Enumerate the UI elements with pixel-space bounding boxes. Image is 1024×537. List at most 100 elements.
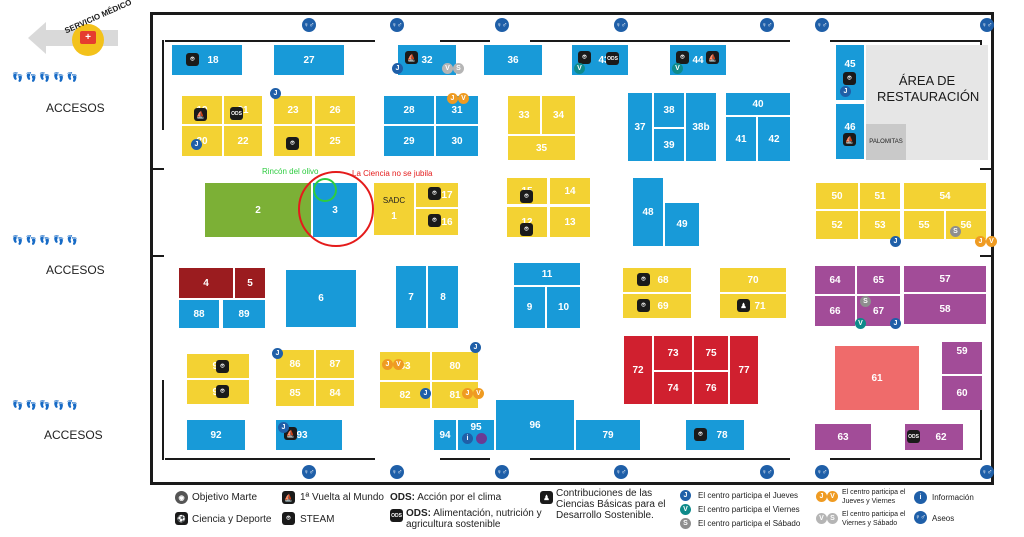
stand-34[interactable]: 34 [542, 96, 575, 134]
stand-64[interactable]: 64 [815, 266, 855, 294]
inner-wall [830, 40, 980, 42]
stand-14[interactable]: 14 [550, 178, 590, 204]
stand-61[interactable]: 61 [835, 346, 919, 410]
day-badge-jueves: J [278, 422, 289, 433]
stand-37[interactable]: 37 [628, 93, 652, 161]
stand-42[interactable]: 42 [758, 117, 790, 161]
stand-27[interactable]: 27 [274, 45, 344, 75]
stand-palomitas[interactable]: PALOMITAS [866, 124, 906, 160]
stand-79[interactable]: 79 [576, 420, 640, 450]
restroom-icon: ♀♂ [914, 511, 927, 524]
ods-food-icon: ODS [907, 430, 920, 443]
stand-13[interactable]: 13 [550, 207, 590, 237]
legend: ◉ Objetivo Marte ⚽ Ciencia y Deporte ⛵ 1… [170, 488, 1000, 534]
legend-objetivo-marte: Objetivo Marte [192, 492, 258, 503]
stand-63[interactable]: 63 [815, 424, 871, 450]
inner-wall [150, 255, 164, 257]
restroom-icon: ♀♂ [390, 465, 404, 479]
stand-46[interactable]: 46 [836, 104, 864, 159]
stand-29[interactable]: 29 [384, 126, 434, 156]
stand-53[interactable]: 53 [860, 211, 900, 239]
stand-18[interactable]: 18 [172, 45, 242, 75]
stand-57[interactable]: 57 [904, 266, 986, 292]
stand-87[interactable]: 87 [316, 350, 354, 378]
stand-25[interactable]: 25 [315, 126, 355, 156]
ciencia-deporte-icon: ⚽ [175, 512, 188, 525]
stand-55[interactable]: 55 [904, 211, 944, 239]
stand-33[interactable]: 33 [508, 96, 540, 134]
stand-52[interactable]: 52 [816, 211, 858, 239]
legend-viernes-badge: V [680, 504, 691, 515]
stand-71[interactable]: 71 [720, 294, 786, 318]
stand-7[interactable]: 7 [396, 266, 426, 328]
stand-84[interactable]: 84 [316, 380, 354, 406]
day-badge-viernes: V [672, 63, 683, 74]
stand-75[interactable]: 75 [694, 336, 728, 370]
stand-59[interactable]: 59 [942, 342, 982, 374]
stand-2[interactable]: 2 [205, 183, 311, 237]
stand-11[interactable]: 11 [514, 263, 580, 285]
stand-58[interactable]: 58 [904, 294, 986, 324]
legend-vs-badge: V [816, 513, 827, 524]
stand-20[interactable]: 20 [182, 126, 222, 156]
stand-38b[interactable]: 38b [686, 93, 716, 161]
stand-74[interactable]: 74 [654, 372, 692, 404]
stand-4[interactable]: 4 [179, 268, 233, 298]
restroom-icon: ♀♂ [390, 18, 404, 32]
stand-49[interactable]: 49 [665, 203, 699, 246]
steam-icon: ⌾ [520, 223, 533, 236]
stand-50[interactable]: 50 [816, 183, 858, 209]
legend-steam: STEAM [300, 514, 335, 525]
stand-38[interactable]: 38 [654, 93, 684, 127]
stand-28[interactable]: 28 [384, 96, 434, 124]
restroom-icon: ♀♂ [302, 18, 316, 32]
stand-94[interactable]: 94 [434, 420, 456, 450]
stand-9[interactable]: 9 [514, 287, 545, 328]
inner-wall [980, 380, 982, 460]
stand-36[interactable]: 36 [484, 45, 542, 75]
stand-22[interactable]: 22 [224, 126, 262, 156]
stand-23[interactable]: 23 [274, 96, 312, 124]
inner-wall [440, 40, 490, 42]
inner-wall [162, 380, 164, 460]
first-aid-icon: + [80, 31, 96, 44]
stand-72[interactable]: 72 [624, 336, 652, 404]
stand-96[interactable]: 96 [496, 400, 574, 450]
stand-68[interactable]: 68 [623, 268, 691, 292]
inner-wall [980, 255, 994, 257]
stand-35[interactable]: 35 [508, 136, 575, 160]
legend-vuelta-mundo: 1ª Vuelta al Mundo [300, 492, 384, 503]
stand-1[interactable]: SADC 1 [374, 183, 414, 235]
stand-76[interactable]: 76 [694, 372, 728, 404]
legend-jueves-badge: J [680, 490, 691, 501]
stand-48[interactable]: 48 [633, 178, 663, 246]
stand-51[interactable]: 51 [860, 183, 900, 209]
stand-40[interactable]: 40 [726, 93, 790, 115]
stand-89[interactable]: 89 [223, 300, 265, 328]
stand-39[interactable]: 39 [654, 129, 684, 161]
stand-26[interactable]: 26 [315, 96, 355, 124]
stand-10[interactable]: 10 [547, 287, 580, 328]
stand-92[interactable]: 92 [187, 420, 245, 450]
stand-54[interactable]: 54 [904, 183, 986, 209]
stand-66[interactable]: 66 [815, 296, 855, 326]
stand-69[interactable]: 69 [623, 294, 691, 318]
stand-70[interactable]: 70 [720, 268, 786, 292]
stand-73[interactable]: 73 [654, 336, 692, 370]
stand-6[interactable]: 6 [286, 270, 356, 327]
stand-41[interactable]: 41 [726, 117, 756, 161]
annotation-rincon: Rincón del olivo [262, 167, 319, 176]
stand-80[interactable]: 80 [432, 352, 478, 380]
stand-88[interactable]: 88 [179, 300, 219, 328]
stand-5[interactable]: 5 [235, 268, 265, 298]
stand-30[interactable]: 30 [436, 126, 478, 156]
stand-8[interactable]: 8 [428, 266, 458, 328]
vuelta-mundo-icon: ⛵ [843, 133, 856, 146]
objetivo-marte-icon: ◉ [175, 491, 188, 504]
steam-icon: ⌾ [428, 187, 441, 200]
stand-85[interactable]: 85 [276, 380, 314, 406]
stand-60[interactable]: 60 [942, 376, 982, 410]
stand-65[interactable]: 65 [857, 266, 900, 294]
vuelta-mundo-icon: ⛵ [706, 51, 719, 64]
stand-77[interactable]: 77 [730, 336, 758, 404]
